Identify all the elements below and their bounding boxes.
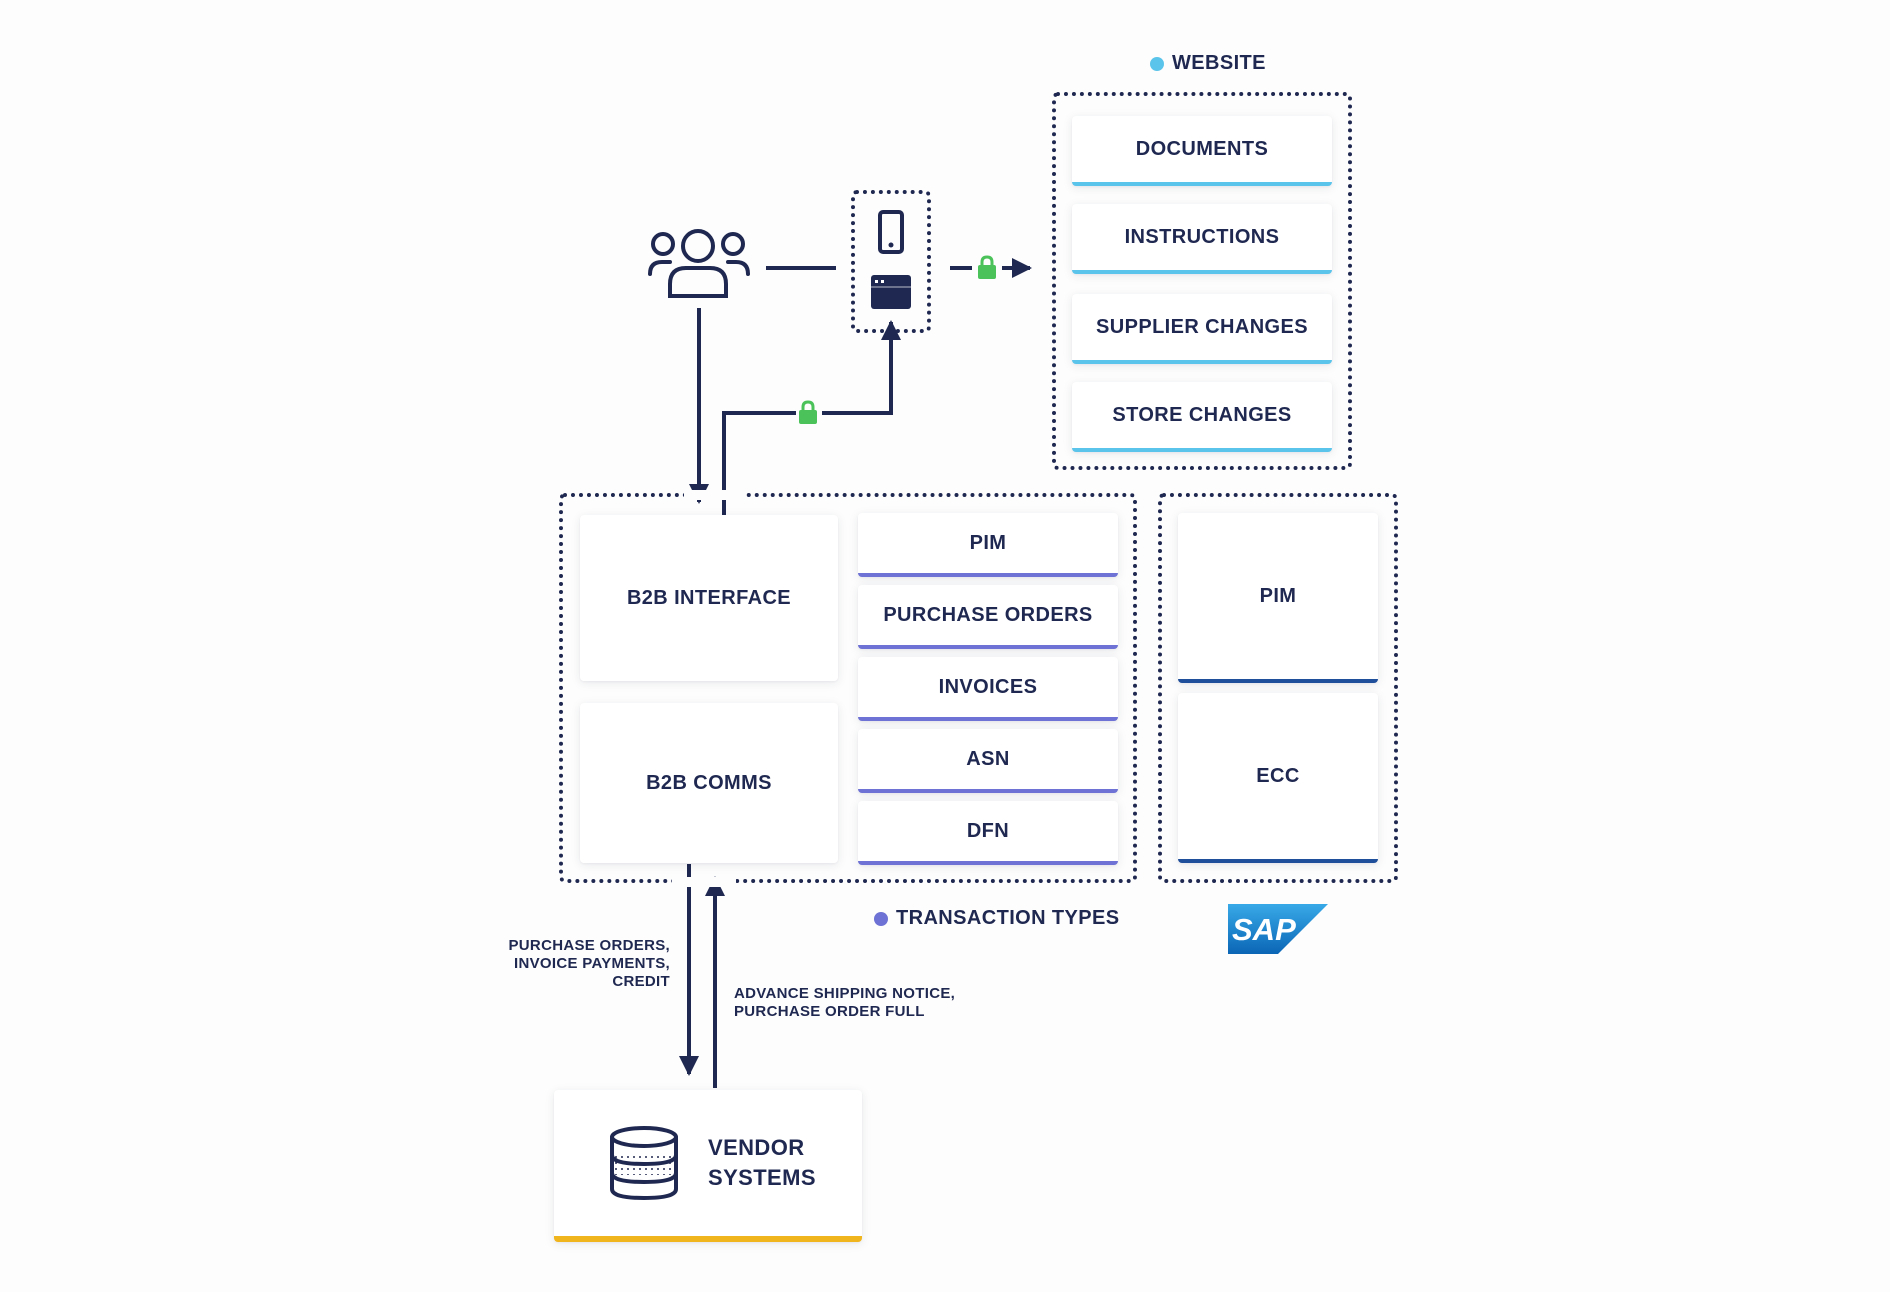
users-icon: [648, 229, 750, 298]
b2b-interface-box: B2B INTERFACE: [580, 515, 838, 681]
transaction-types-legend-dot: [874, 911, 888, 926]
transaction-types-legend: TRANSACTION TYPES: [874, 907, 1119, 930]
website-legend: WEBSITE: [1150, 52, 1266, 75]
transaction-item-invoices: INVOICES: [858, 657, 1118, 721]
vendor-systems-line1: VENDOR: [708, 1135, 805, 1160]
transaction-types-legend-label: TRANSACTION TYPES: [896, 907, 1120, 929]
from-vendor-flow-label: ADVANCE SHIPPING NOTICE, PURCHASE ORDER …: [734, 985, 956, 1020]
website-item-instructions: INSTRUCTIONS: [1072, 204, 1332, 274]
sap-group: [1158, 493, 1398, 883]
sap-logo: SAP: [1228, 904, 1328, 954]
b2b-to-device-arrow: [722, 411, 796, 516]
b2b-group-gap-bottom: [672, 877, 736, 887]
transaction-item-pim: PIM: [858, 513, 1118, 577]
lock-icon: [978, 255, 996, 279]
to-vendor-flow-label: PURCHASE ORDERS, INVOICE PAYMENTS, CREDI…: [508, 937, 670, 990]
sap-pim-box: PIM: [1178, 513, 1378, 683]
website-legend-label: WEBSITE: [1172, 52, 1266, 74]
lock-icon: [799, 400, 817, 424]
website-item-documents: DOCUMENTS: [1072, 116, 1332, 186]
vendor-systems-box: VENDOR SYSTEMS: [554, 1090, 862, 1242]
website-legend-dot: [1150, 56, 1164, 71]
svg-text:SAP: SAP: [1232, 912, 1296, 947]
website-item-store-changes: STORE CHANGES: [1072, 382, 1332, 452]
transaction-item-purchase-orders: PURCHASE ORDERS: [858, 585, 1118, 649]
b2b-to-device-arrow-end: [822, 320, 901, 415]
b2b-group: [559, 493, 1137, 883]
browser-window-icon: [871, 275, 911, 309]
vendor-systems-label: VENDOR SYSTEMS: [708, 1133, 816, 1193]
vendor-systems-line2: SYSTEMS: [708, 1165, 816, 1190]
b2b-comms-box: B2B COMMS: [580, 703, 838, 863]
transaction-item-dfn: DFN: [858, 801, 1118, 865]
device-group: [851, 190, 931, 333]
sap-ecc-box: ECC: [1178, 693, 1378, 863]
database-icon: [610, 1126, 678, 1201]
mobile-phone-icon: [878, 210, 904, 254]
website-item-supplier-changes: SUPPLIER CHANGES: [1072, 294, 1332, 364]
transaction-item-asn: ASN: [858, 729, 1118, 793]
b2b-group-gap: [684, 490, 744, 500]
website-group: [1052, 92, 1352, 470]
